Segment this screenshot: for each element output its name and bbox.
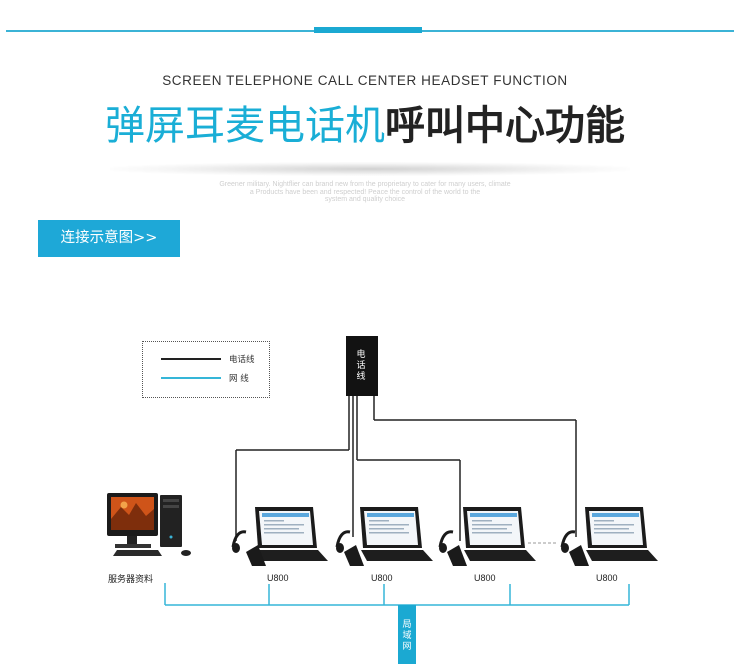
server-workstation-icon [107,493,191,556]
laptop-3-label: U800 [474,573,496,583]
network-line-wiring [165,583,629,605]
lan-label: 局域网 [401,620,413,653]
laptop-2 [336,507,433,566]
laptop-2-label: U800 [371,573,393,583]
laptop-1 [232,507,328,566]
server-label: 服务器资料 [108,572,153,585]
laptop-4-label: U800 [596,573,618,583]
laptop-3 [439,507,536,566]
phone-line-box-label: 电话线 [355,350,367,383]
laptop-1-label: U800 [267,573,289,583]
